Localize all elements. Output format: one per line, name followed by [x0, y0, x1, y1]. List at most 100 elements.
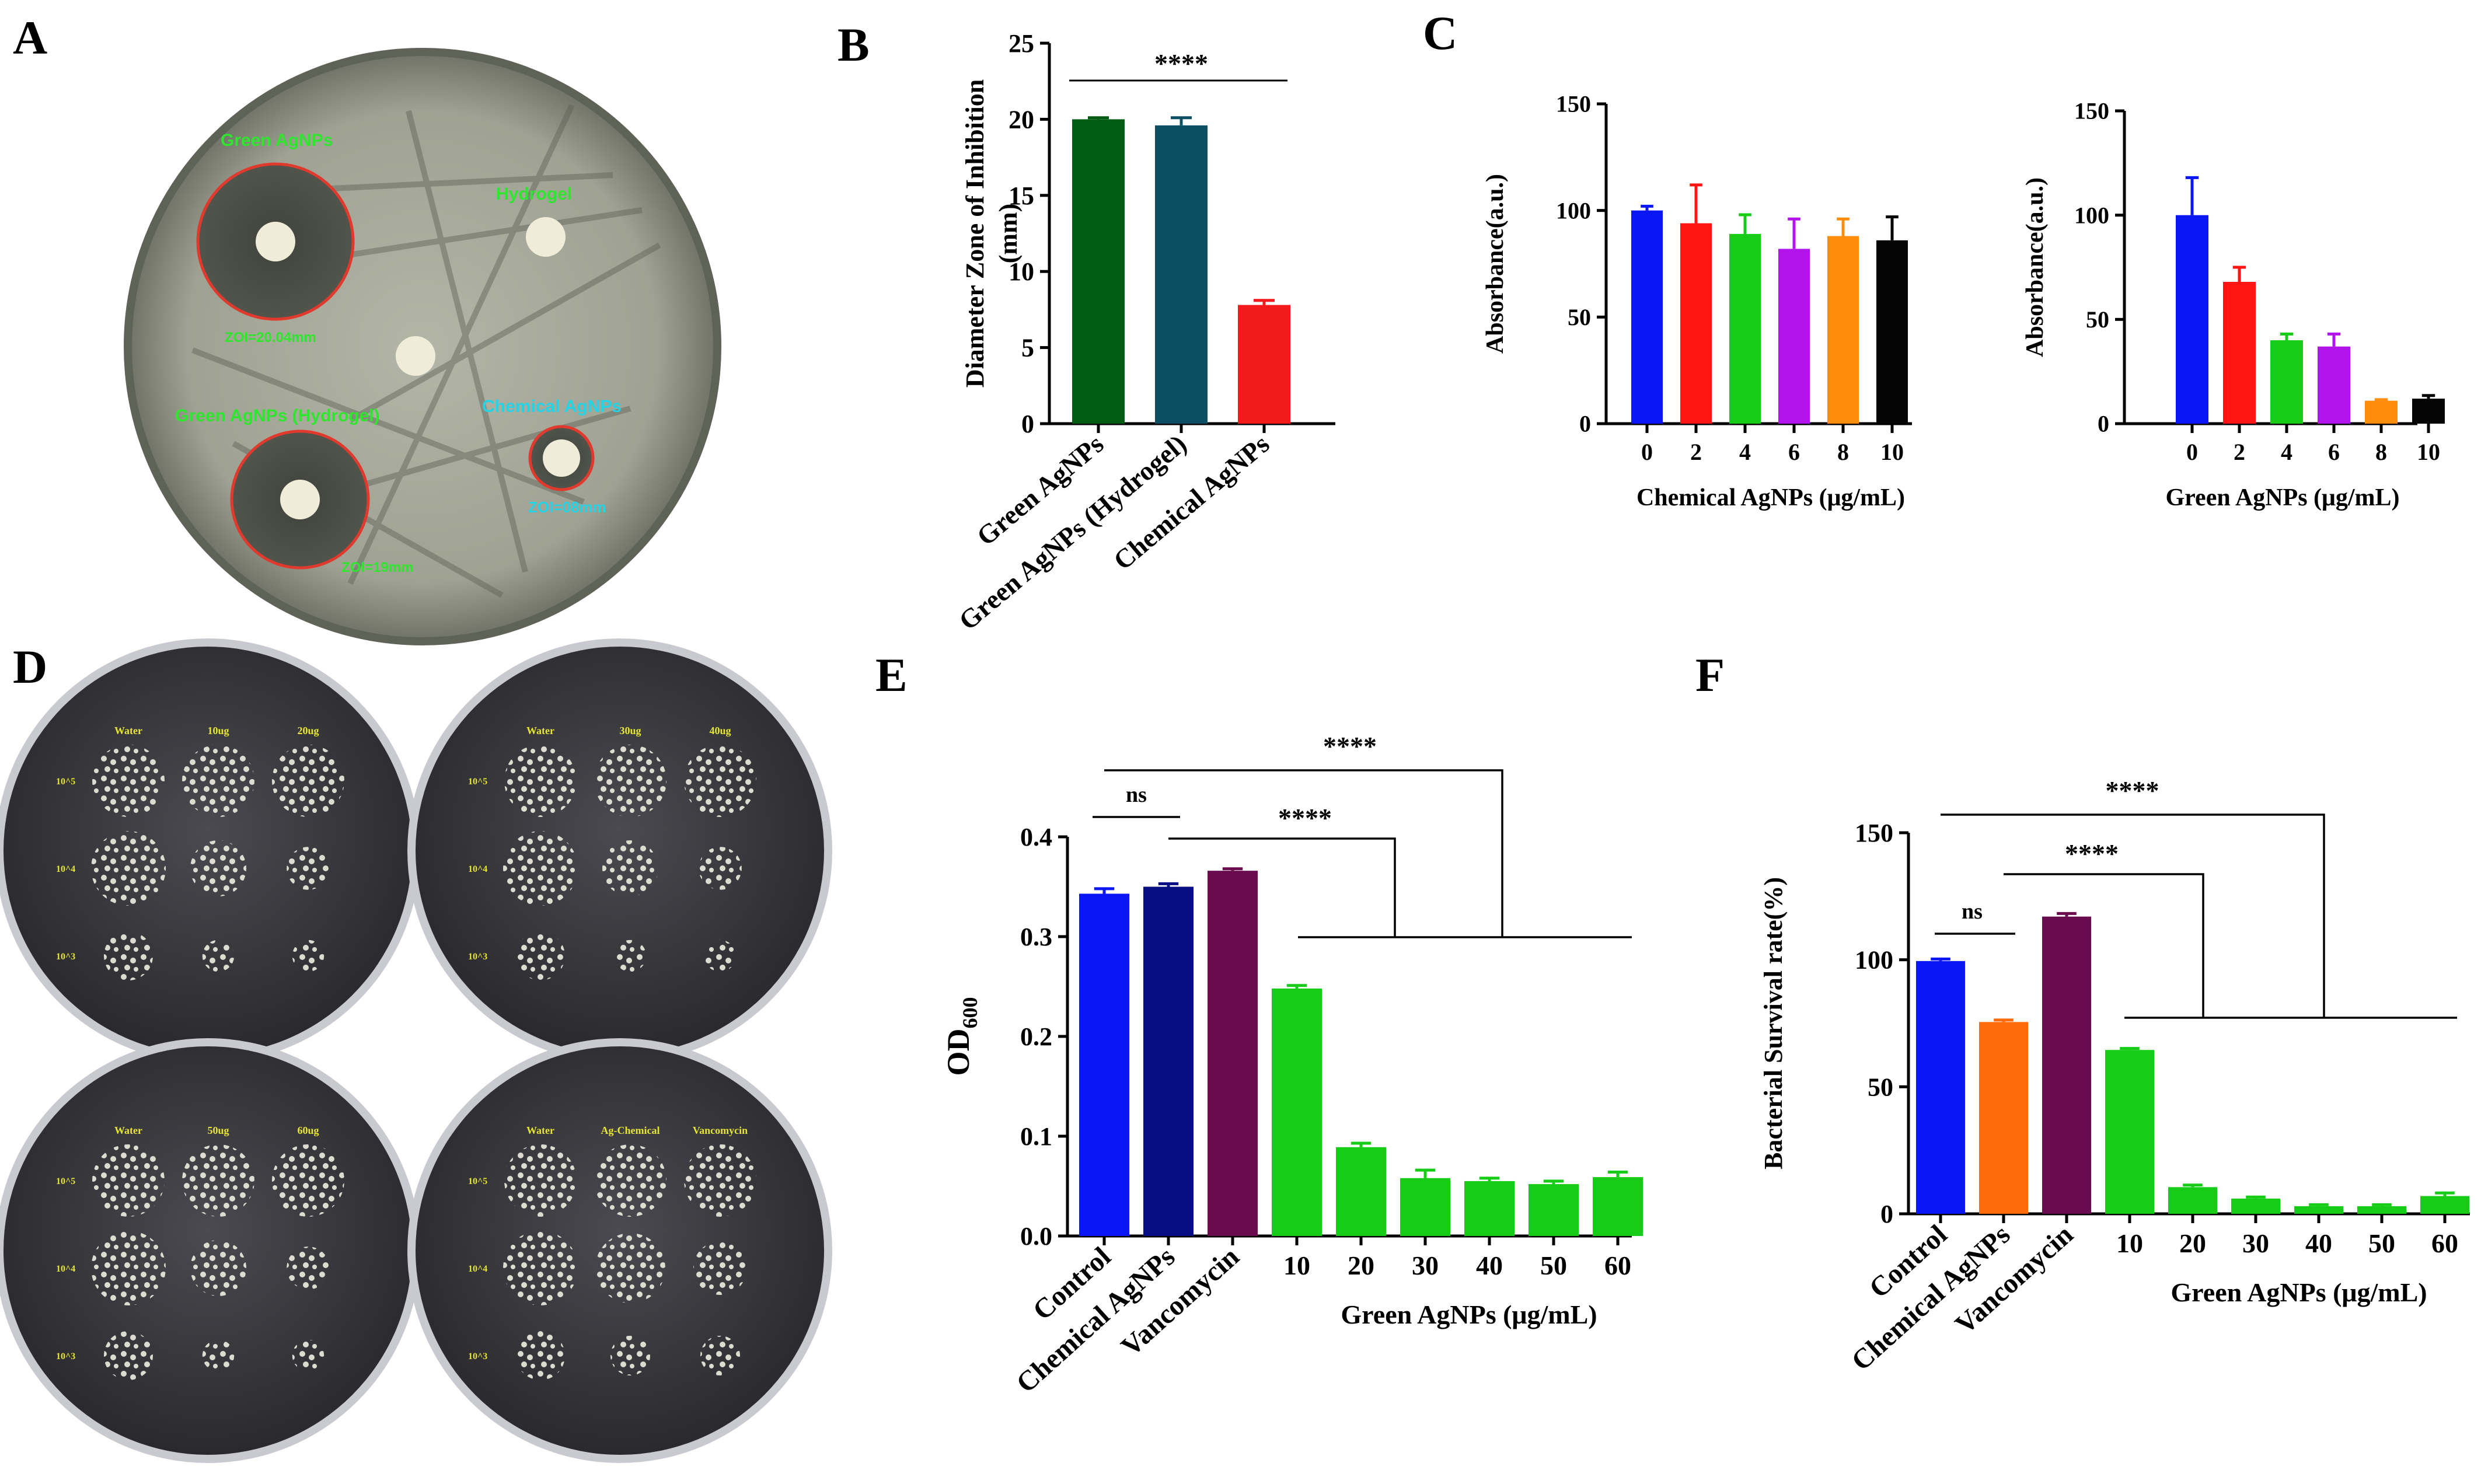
plate-column-label: Water [526, 725, 554, 736]
f-y-tick-label: 0 [1880, 1200, 1893, 1228]
f-y-tick-label: 50 [1868, 1073, 1893, 1101]
e-y-axis-label: OD600 [941, 997, 982, 1076]
e-ns-label: ns [1126, 783, 1147, 807]
c2-y-axis-label: Absorbance(a.u.) [2022, 177, 2049, 357]
c1-category-label: 6 [1788, 439, 1800, 465]
colony-spot [503, 831, 578, 906]
colony-spot [91, 1231, 166, 1305]
c2-bar [2412, 399, 2445, 424]
colony-spot [91, 831, 166, 906]
c1-category-label: 8 [1837, 439, 1849, 465]
e-category-label: 60 [1604, 1251, 1631, 1280]
b-y-tick-label: 10 [1009, 257, 1034, 286]
plate-column-label: Vancomycin [693, 1125, 748, 1136]
f-category-label: 20 [2179, 1228, 2206, 1258]
plate-column-label: 40ug [709, 725, 731, 736]
plate-column-label: 20ug [297, 725, 319, 736]
plate-row-label: 10^5 [56, 777, 75, 787]
f-bar [1916, 961, 1965, 1214]
disc-green-agnps [256, 222, 295, 261]
colony-spot [504, 745, 577, 817]
colony-spot [700, 1336, 740, 1375]
colony-spot [610, 1336, 650, 1375]
colony-spot [202, 940, 235, 972]
c2-category-label: 10 [2417, 439, 2440, 465]
panel-letter-c: C [1423, 6, 1457, 60]
plate-column-label: 30ug [619, 725, 641, 736]
e-x-axis-label: Green AgNPs (μg/mL) [1341, 1300, 1597, 1329]
f-x-axis-label: Green AgNPs (μg/mL) [2171, 1277, 2427, 1307]
e-significance-label-outer: **** [1323, 731, 1377, 761]
f-category-label: 30 [2242, 1228, 2269, 1258]
plate-row-label: 10^5 [468, 777, 487, 787]
colony-spot [614, 940, 647, 972]
colony-spot [503, 1231, 578, 1305]
e-bar [1529, 1184, 1579, 1236]
f-significance-bracket-inner [2004, 873, 2204, 1018]
colony-spot [202, 1339, 235, 1372]
plate-row-label: 10^4 [468, 1264, 487, 1274]
b-bar [1155, 125, 1208, 424]
e-bar [1464, 1181, 1515, 1236]
f-significance-label-outer: **** [2106, 776, 2159, 805]
label-zoi-green: ZOI=20.04mm [225, 330, 316, 345]
e-significance-bracket-inner [1168, 837, 1396, 937]
label-hydrogel: Hydrogel [496, 184, 572, 204]
b-bar [1072, 119, 1125, 424]
c1-y-tick-label: 150 [1556, 91, 1591, 117]
c1-y-tick-label: 0 [1579, 411, 1591, 437]
plate-row-label: 10^5 [56, 1176, 75, 1186]
c2-x-axis-label: Green AgNPs (μg/mL) [2166, 484, 2400, 511]
e-significance-bracket-outer [1104, 769, 1503, 937]
colony-spot [182, 745, 254, 817]
c1-y-tick-label: 100 [1556, 197, 1591, 224]
c2-bar [2318, 346, 2350, 424]
label-zoi-green-hydrogel: ZOI=19mm [341, 560, 413, 575]
colony-spot [516, 1331, 565, 1380]
colony-spot [272, 745, 344, 817]
e-y-tick-label: 0.3 [1020, 923, 1052, 951]
plate-row-label: 10^4 [56, 1264, 75, 1274]
panel-a-plate-photo: Green AgNPs Hydrogel Green AgNPs (Hydrog… [124, 48, 721, 645]
e-y-tick-label: 0.4 [1020, 823, 1052, 851]
colony-spot [190, 1240, 246, 1296]
disc-green-agnps-hydrogel [280, 480, 320, 519]
disc-hydrogel [526, 217, 566, 257]
f-y-tick-label: 100 [1855, 946, 1893, 975]
e-bar [1208, 871, 1258, 1236]
plate-row-label: 10^3 [56, 952, 75, 962]
f-bar [2294, 1206, 2343, 1214]
plate-row-label: 10^3 [468, 952, 487, 962]
c2-category-label: 6 [2328, 439, 2340, 465]
f-y-axis-label: Bacterial Survival rate(%) [1759, 877, 1788, 1169]
f-category-label: 40 [2305, 1228, 2332, 1258]
label-green-agnps-hydrogel: Green AgNPs (Hydrogel) [175, 406, 380, 425]
b-y-axis-label: Diameter Zone of Inhibition [961, 79, 989, 387]
disc-center [396, 336, 435, 376]
f-significance-bracket-outer [1941, 813, 2325, 1018]
colony-spot [287, 847, 330, 890]
plate-row-label: 10^3 [56, 1352, 75, 1361]
b-y-tick-label: 0 [1021, 410, 1034, 438]
f-bar [2105, 1050, 2154, 1214]
colony-spot [504, 1144, 577, 1217]
plate-column-label: Water [114, 725, 142, 736]
colony-spot [104, 931, 153, 980]
panel-letter-f: F [1695, 648, 1725, 701]
plate-column-label: Ag-Chemical [601, 1125, 660, 1136]
c1-category-label: 10 [1880, 439, 1904, 465]
label-zoi-chemical: ZOI=08mm [528, 498, 606, 516]
e-y-tick-label: 0.2 [1020, 1022, 1052, 1051]
b-y-tick-label: 5 [1021, 334, 1034, 362]
f-bar [2231, 1198, 2280, 1214]
label-green-agnps: Green AgNPs [221, 131, 333, 150]
colony-spot [693, 1241, 747, 1295]
colony-spot [602, 840, 658, 896]
b-significance-label: **** [1154, 48, 1208, 78]
e-y-axis-label-main: OD [941, 1029, 976, 1076]
colony-spot [92, 745, 165, 817]
